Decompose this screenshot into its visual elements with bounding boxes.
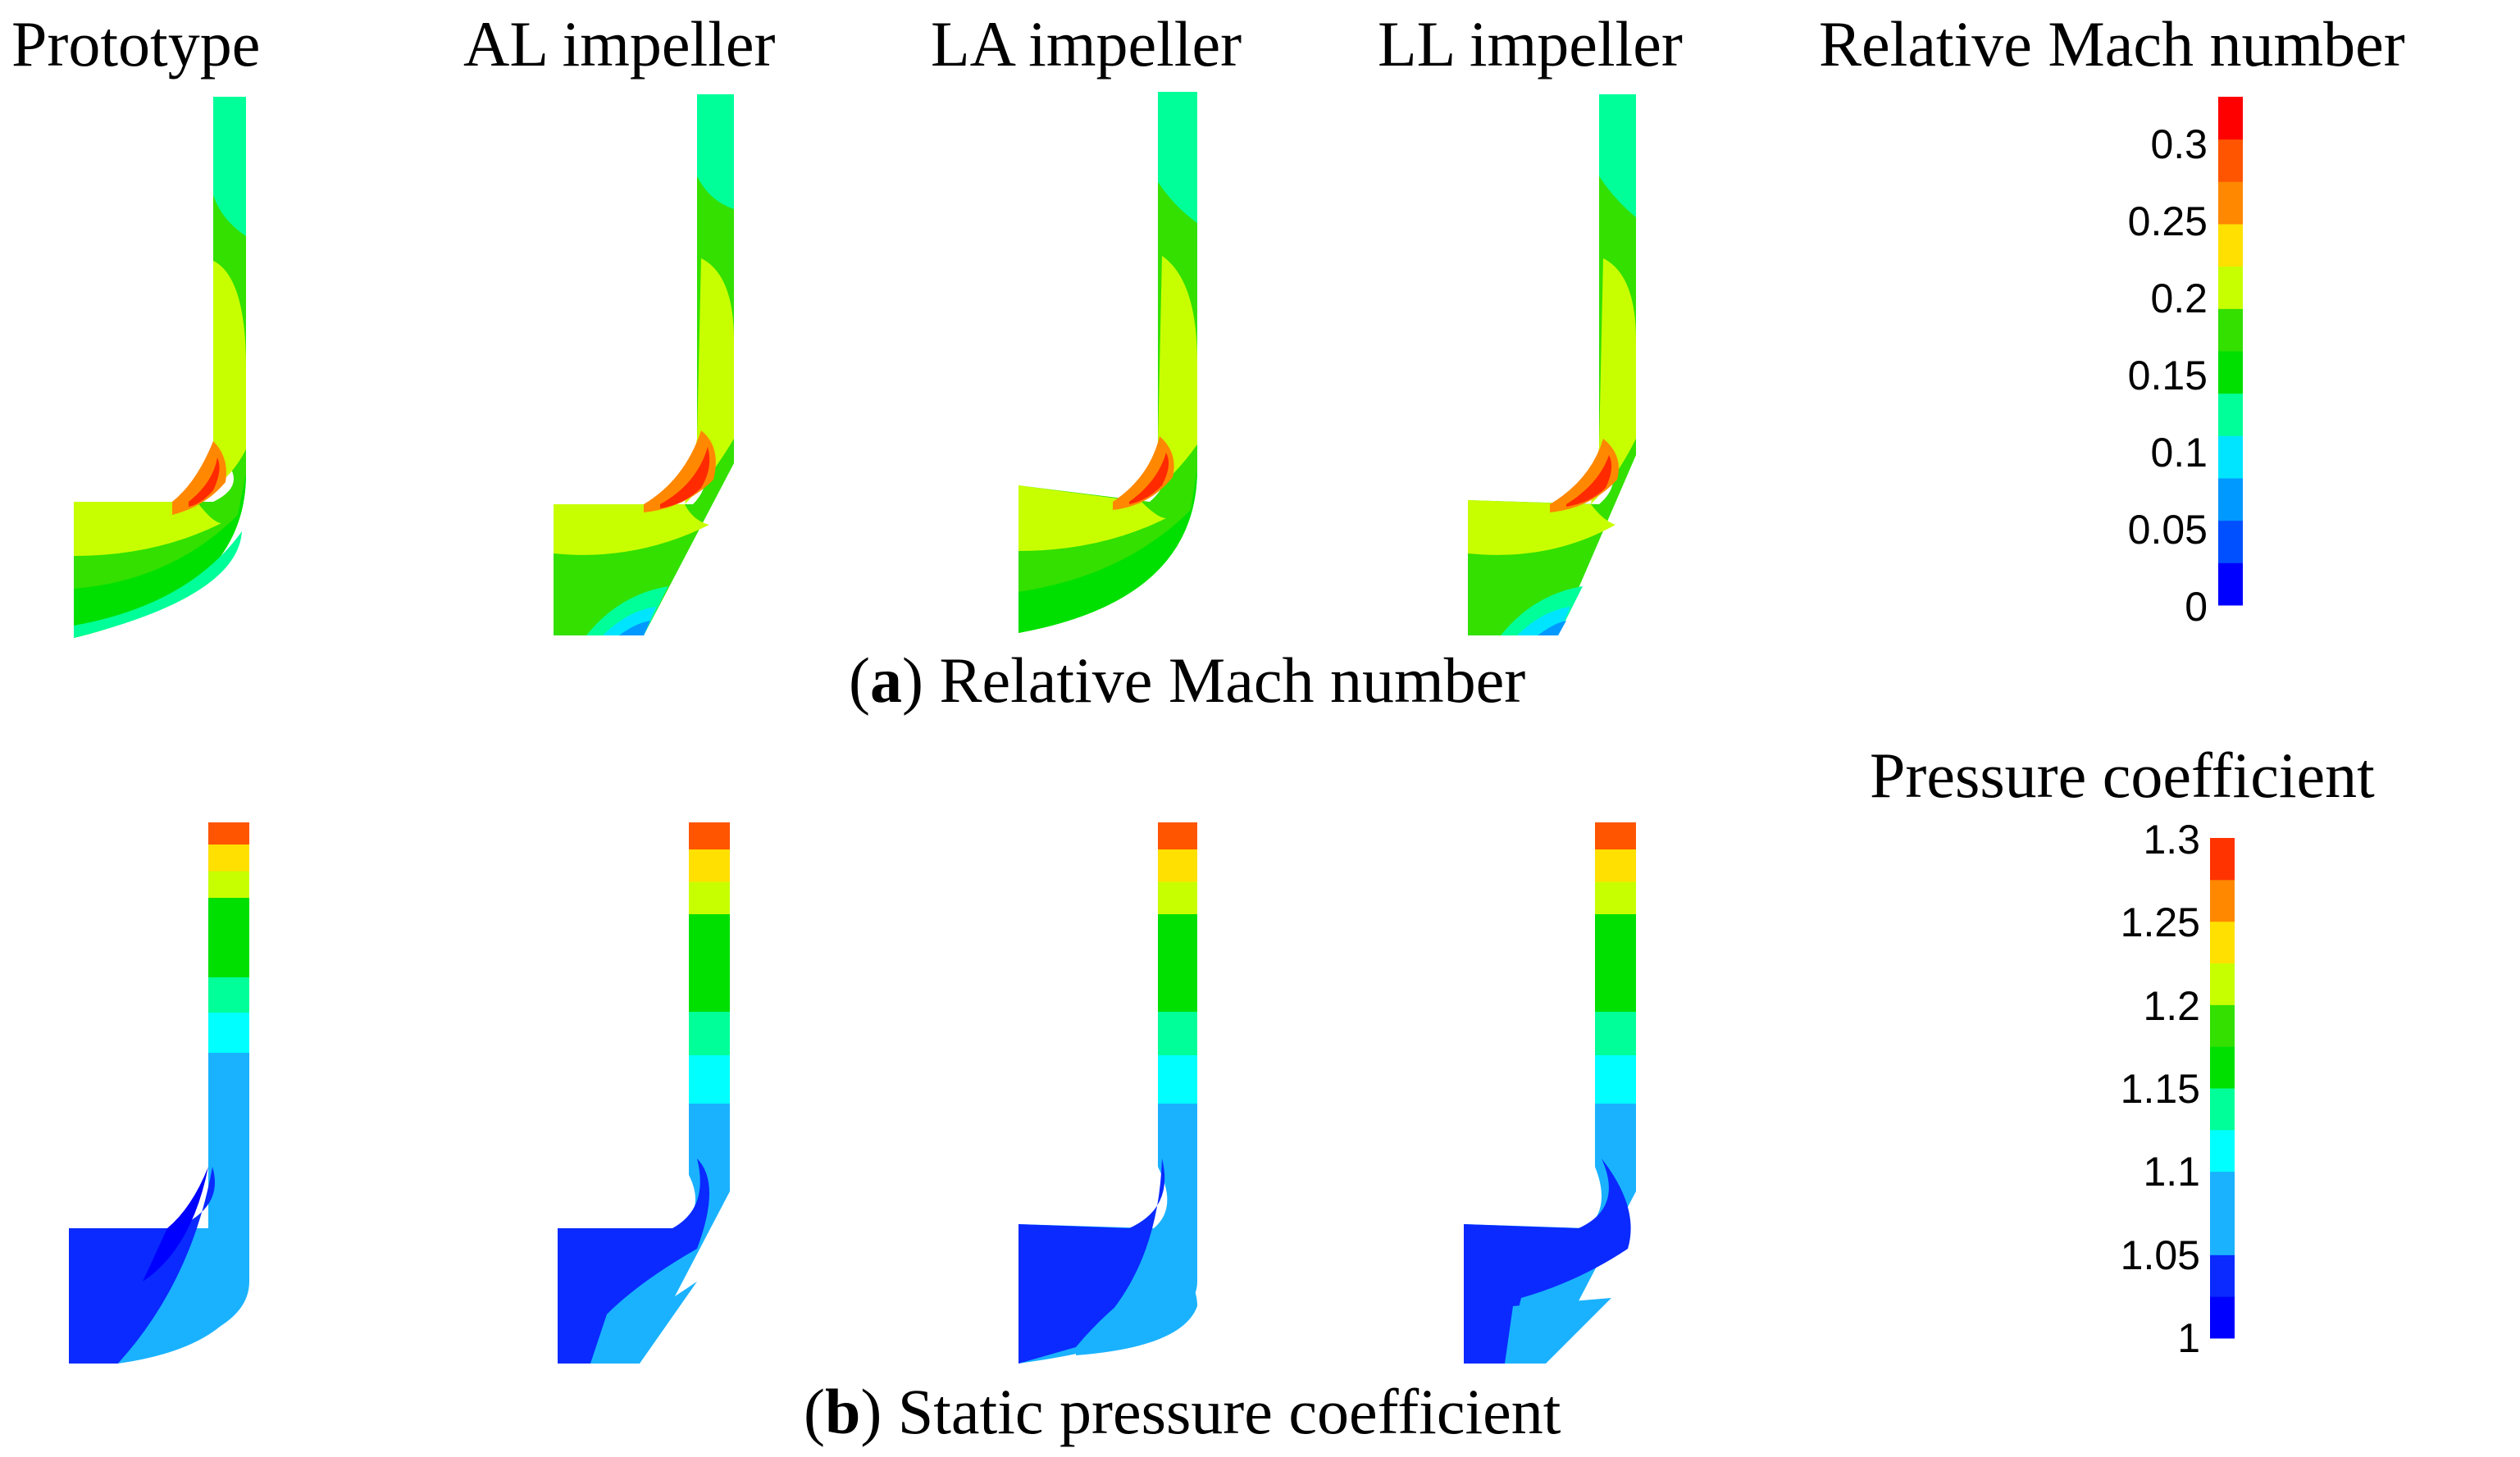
color-bar-segment (2218, 520, 2243, 563)
color-bar-segment (2210, 1004, 2235, 1047)
pressure-contour-ll-impeller (1464, 822, 1636, 1364)
caption-panel-a: (a) Relative Mach number (849, 644, 1526, 716)
mach-contour-ll-impeller (1468, 94, 1636, 635)
color-bar-segment (2210, 838, 2235, 881)
column-title-al-impeller: AL impeller (463, 8, 776, 80)
legend-tick-label: 1.05 (2120, 1232, 2200, 1278)
color-bar-segment (2210, 1213, 2235, 1255)
caption-text-b: Static pressure coefficient (897, 1376, 1561, 1447)
color-bar-segment (2210, 921, 2235, 963)
legend-tick-label: 1 (2177, 1315, 2200, 1361)
color-bar-segment (2218, 139, 2243, 182)
mach-contour-la-impeller (1018, 92, 1197, 633)
legend-tick-label: 0.3 (2150, 121, 2208, 167)
legend-tick-label: 0.05 (2127, 507, 2208, 553)
legend-tick-label: 1.1 (2143, 1149, 2200, 1195)
pressure-contour-prototype (69, 822, 249, 1364)
caption-panel-b: (b) Static pressure coefficient (804, 1376, 1561, 1447)
legend-tick-label: 1.15 (2120, 1066, 2200, 1112)
caption-letter-b: b (824, 1376, 861, 1447)
color-bar-segment (2218, 181, 2243, 225)
legend-tick-label: 0.15 (2127, 353, 2208, 398)
color-bar-segment (2218, 308, 2243, 352)
mach-color-bar (2218, 97, 2243, 606)
pressure-color-bar (2210, 838, 2235, 1339)
column-title-la-impeller: LA impeller (931, 8, 1242, 80)
legend-tick-label: 0.2 (2150, 275, 2208, 321)
legend-tick-label: 0.1 (2150, 430, 2208, 476)
color-bar-segment (2218, 224, 2243, 267)
pressure-contour-la-impeller (1018, 822, 1197, 1364)
color-bar-segment (2218, 393, 2243, 436)
mach-contour-prototype (74, 97, 246, 638)
color-bar-segment (2210, 1088, 2235, 1131)
legend-tick-label: 1.25 (2120, 899, 2200, 946)
column-title-prototype: Prototype (11, 8, 261, 80)
color-bar-segment (2218, 351, 2243, 394)
mach-contour-al-impeller (554, 94, 734, 635)
color-bar-segment (2210, 963, 2235, 1005)
legend-tick-label: 1.2 (2143, 982, 2200, 1029)
color-bar-segment (2210, 1254, 2235, 1297)
color-bar-segment (2210, 1129, 2235, 1172)
caption-letter-a: a (869, 644, 902, 716)
color-bar-segment (2218, 435, 2243, 479)
color-bar-segment (2210, 1296, 2235, 1339)
column-title-ll-impeller: LL impeller (1378, 8, 1683, 80)
color-bar-segment (2218, 266, 2243, 309)
legend-tick-label: 0 (2185, 584, 2208, 630)
color-bar-segment (2210, 1046, 2235, 1089)
legend-title-pressure: Pressure coefficient (1870, 740, 2375, 811)
color-bar-segment (2210, 1171, 2235, 1213)
color-bar-segment (2210, 879, 2235, 922)
legend-tick-label: 0.25 (2127, 198, 2208, 244)
legend-tick-label: 1.3 (2143, 817, 2200, 863)
pressure-contour-al-impeller (558, 822, 730, 1364)
legend-title-mach: Relative Mach number (1819, 8, 2405, 80)
caption-text-a: Relative Mach number (939, 644, 1526, 716)
color-bar-segment (2218, 478, 2243, 521)
color-bar-segment (2218, 562, 2243, 606)
color-bar-segment (2218, 97, 2243, 140)
